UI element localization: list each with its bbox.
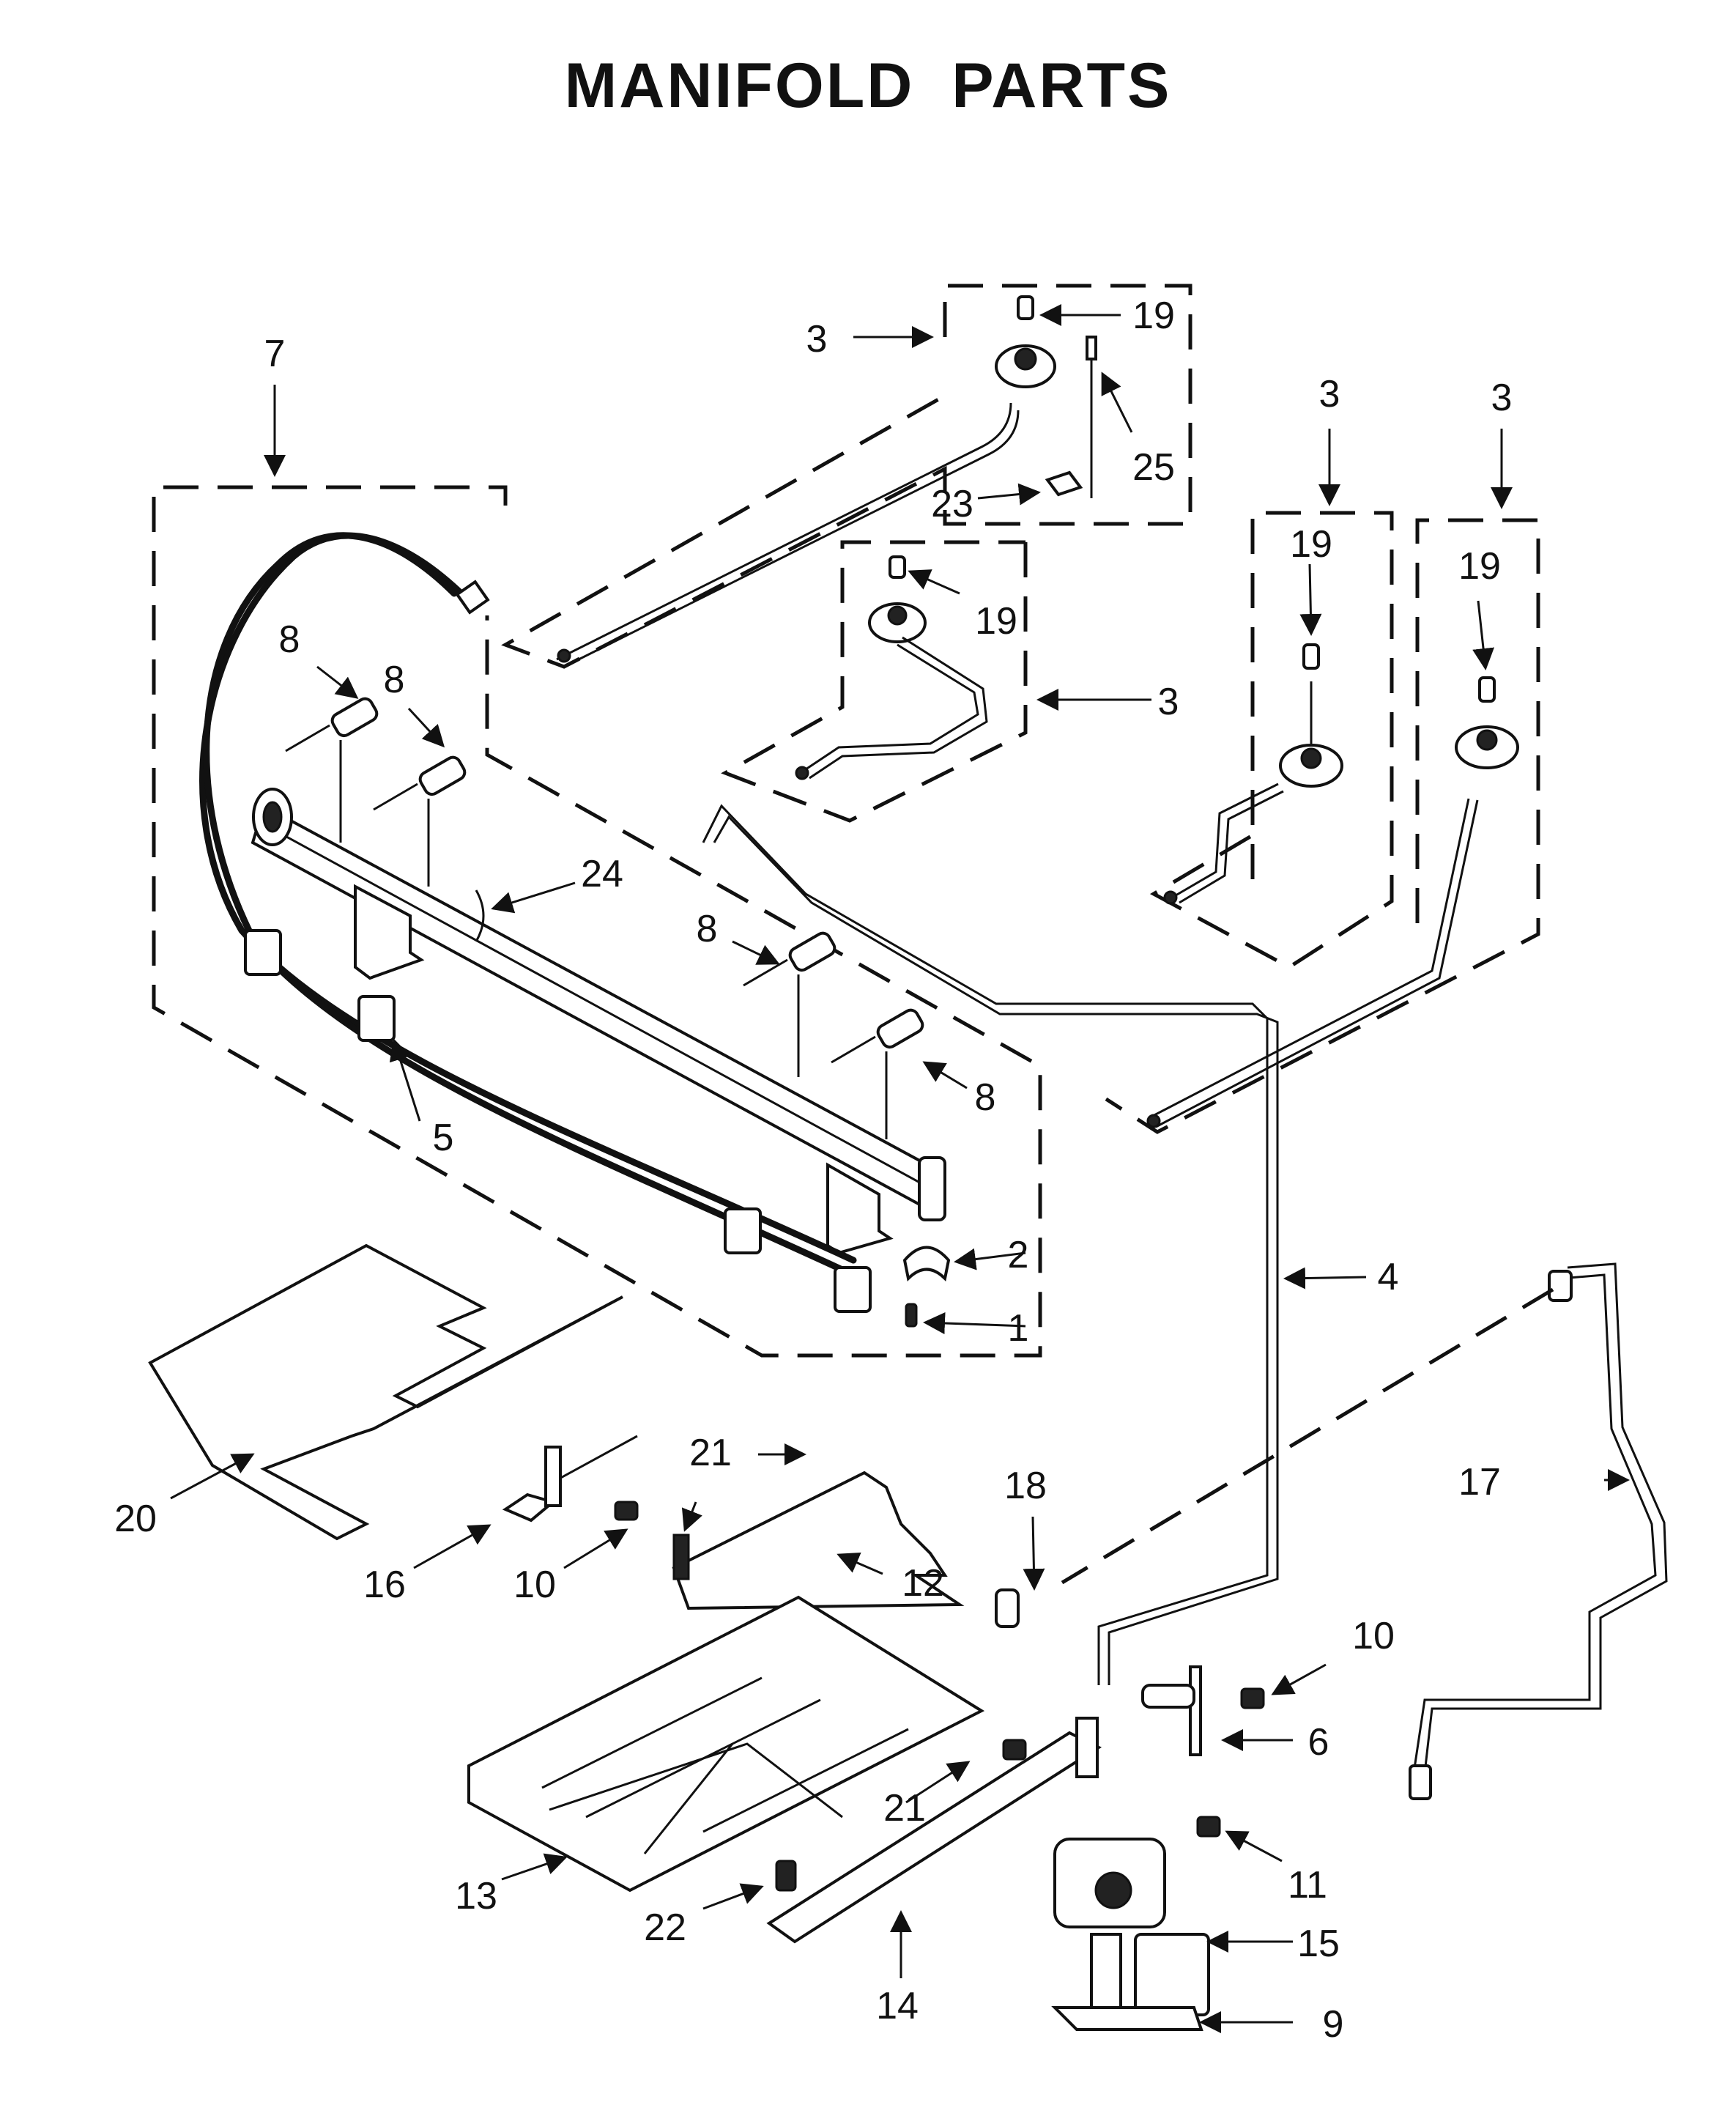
oven-tube xyxy=(1409,1262,1668,1800)
callout-10-right: 10 xyxy=(1352,1615,1395,1657)
callout-3-middle: 3 xyxy=(1158,681,1179,723)
callout-labels: 7 3 19 25 23 19 3 3 19 3 19 8 8 24 8 8 5… xyxy=(114,295,1512,2046)
callout-7: 7 xyxy=(264,333,286,375)
clip-and-screw xyxy=(902,1246,951,1328)
callout-15: 15 xyxy=(1297,1923,1340,1965)
group-3-top-boundary xyxy=(501,284,1192,669)
right-valve-assembly-2 xyxy=(1146,676,1519,1128)
callout-13: 13 xyxy=(455,1875,497,1917)
broil-burner-shield xyxy=(148,1243,623,1541)
callout-16: 16 xyxy=(363,1564,406,1606)
group-3-right2-boundary xyxy=(1105,518,1540,1134)
callout-19-right1: 19 xyxy=(1290,523,1332,566)
callout-19-top: 19 xyxy=(1132,295,1175,337)
callout-11: 11 xyxy=(1288,1864,1327,1906)
igniter-wire xyxy=(1061,1287,1554,1585)
callout-4: 4 xyxy=(1378,1256,1399,1298)
callout-2: 2 xyxy=(1008,1234,1029,1276)
callout-23: 23 xyxy=(931,483,973,525)
callout-20: 20 xyxy=(114,1498,157,1540)
callout-14: 14 xyxy=(876,1985,919,2027)
callout-3-top: 3 xyxy=(806,318,828,360)
callout-22: 22 xyxy=(644,1906,686,1949)
callout-21-bottom: 21 xyxy=(883,1787,926,1830)
callout-12: 12 xyxy=(902,1562,944,1605)
callout-3-right2: 3 xyxy=(1491,377,1513,419)
top-valve-assembly xyxy=(556,295,1097,668)
callout-9: 9 xyxy=(1323,2003,1344,2046)
manifold-brackets xyxy=(354,884,894,1255)
oven-baffle xyxy=(467,1595,985,1893)
callout-8-c: 8 xyxy=(697,908,718,950)
callout-10-left: 10 xyxy=(513,1564,556,1606)
callout-21-top: 21 xyxy=(689,1432,732,1474)
broil-burner-tube xyxy=(502,1435,639,1523)
callout-8-a: 8 xyxy=(279,618,300,661)
wire-harness xyxy=(199,532,872,1313)
bake-burner-tube xyxy=(766,1717,1102,1944)
group-3-middle-boundary xyxy=(721,540,1028,823)
pressure-regulator xyxy=(1051,1838,1210,2031)
group-7-boundary xyxy=(152,485,1042,1358)
callout-19-right2: 19 xyxy=(1458,545,1501,588)
callout-6: 6 xyxy=(1308,1721,1329,1764)
igniter-and-screws xyxy=(775,1588,1265,1892)
callout-25: 25 xyxy=(1132,446,1175,489)
callout-5: 5 xyxy=(433,1117,454,1159)
page-title: MANIFOLD PARTS xyxy=(564,51,1172,121)
middle-valve-assembly xyxy=(795,555,988,780)
callout-8-b: 8 xyxy=(384,659,405,701)
right-valve-assembly-1 xyxy=(1163,643,1343,905)
callout-1: 1 xyxy=(1008,1307,1029,1350)
callout-17: 17 xyxy=(1458,1461,1501,1503)
group-3-right1-boundary xyxy=(1149,511,1394,969)
bake-burner xyxy=(672,1471,965,1610)
callout-3-right1: 3 xyxy=(1319,373,1340,415)
manifold-pipe xyxy=(251,788,946,1221)
callout-24: 24 xyxy=(581,853,623,895)
callout-arrows xyxy=(170,304,1630,2033)
callout-8-d: 8 xyxy=(975,1076,996,1119)
callout-19-middle: 19 xyxy=(975,600,1017,643)
callout-18: 18 xyxy=(1004,1465,1047,1507)
supply-tube xyxy=(702,804,1279,1685)
burner-valves xyxy=(285,697,924,1139)
